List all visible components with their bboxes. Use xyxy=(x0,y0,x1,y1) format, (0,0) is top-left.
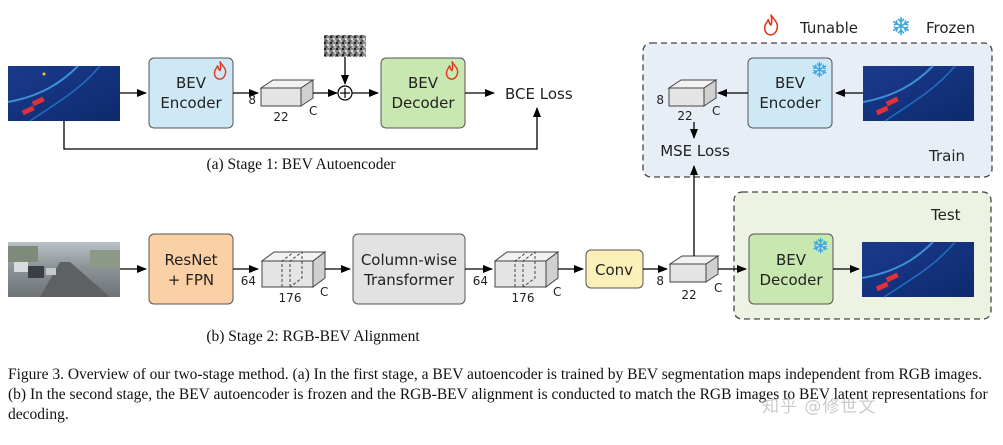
latent-cube-train xyxy=(667,79,718,107)
add-noise-node xyxy=(337,85,353,101)
bev-encoder-train-line2: Encoder xyxy=(759,94,821,112)
flame-icon xyxy=(763,14,779,36)
legend-tunable-label: Tunable xyxy=(799,19,858,37)
latent-w-label: 22 xyxy=(273,110,288,124)
legend-frozen-label: Frozen xyxy=(926,19,975,37)
bev-decoder-test-line1: BEV xyxy=(776,251,807,269)
stage1-caption: (a) Stage 1: BEV Autoencoder xyxy=(206,156,396,173)
feature2-c-label: C xyxy=(553,285,561,299)
transformer-line1: Column-wise xyxy=(361,251,457,269)
bev-encoder-stage1-line2: Encoder xyxy=(160,94,222,112)
latent-cube-stage2 xyxy=(668,255,720,283)
latent-c-label: C xyxy=(309,104,317,118)
arrow-input-to-bce-loss xyxy=(63,107,541,150)
bev-encoder-train-line1: BEV xyxy=(775,74,806,92)
feature2-w-label: 176 xyxy=(512,291,535,305)
snowflake-icon xyxy=(892,16,910,36)
latent-h-label: 8 xyxy=(248,93,256,107)
test-box-label: Test xyxy=(930,206,961,224)
feature1-c-label: C xyxy=(320,285,328,299)
latent-cube-stage1 xyxy=(259,79,315,107)
feature2-h-label: 64 xyxy=(473,274,488,288)
transformer-line2: Transformer xyxy=(363,271,455,289)
watermark: 知乎 @修世文 xyxy=(762,397,877,417)
train-box-label: Train xyxy=(928,147,965,165)
stage2-caption: (b) Stage 2: RGB-BEV Alignment xyxy=(206,328,420,345)
mse-loss-label: MSE Loss xyxy=(660,142,730,160)
feature1-h-label: 64 xyxy=(241,274,256,288)
feature1-w-label: 176 xyxy=(279,291,302,305)
feature-cube-2 xyxy=(493,251,560,288)
legend: Tunable Frozen xyxy=(763,14,975,37)
resnet-fpn-line1: ResNet xyxy=(164,251,217,269)
column-wise-transformer-block xyxy=(352,233,466,305)
feature-cube-1 xyxy=(260,251,327,288)
bev-encoder-stage1-line1: BEV xyxy=(176,74,207,92)
noise-image xyxy=(324,35,366,57)
bev-map-input-stage1 xyxy=(7,65,120,122)
bce-loss-label: BCE Loss xyxy=(505,85,573,103)
resnet-fpn-line2: + FPN xyxy=(168,271,214,289)
bev-decoder-stage1-line1: BEV xyxy=(408,74,439,92)
resnet-fpn-block xyxy=(148,233,234,305)
bev-decoder-test-line2: Decoder xyxy=(759,271,823,289)
bev-decoder-stage1-line2: Decoder xyxy=(391,94,455,112)
stage2-latent-c-label: C xyxy=(714,281,722,295)
bev-map-output xyxy=(861,241,974,298)
conv-label: Conv xyxy=(595,261,633,279)
bev-map-input-train xyxy=(862,65,974,122)
train-latent-w-label: 22 xyxy=(677,109,692,123)
figure-caption: Figure 3. Overview of our two-stage meth… xyxy=(8,366,988,423)
train-latent-c-label: C xyxy=(712,104,720,118)
rgb-image-input xyxy=(8,242,120,297)
stage2-latent-w-label: 22 xyxy=(681,288,696,302)
stage2-latent-h-label: 8 xyxy=(656,274,664,288)
train-latent-h-label: 8 xyxy=(656,93,664,107)
